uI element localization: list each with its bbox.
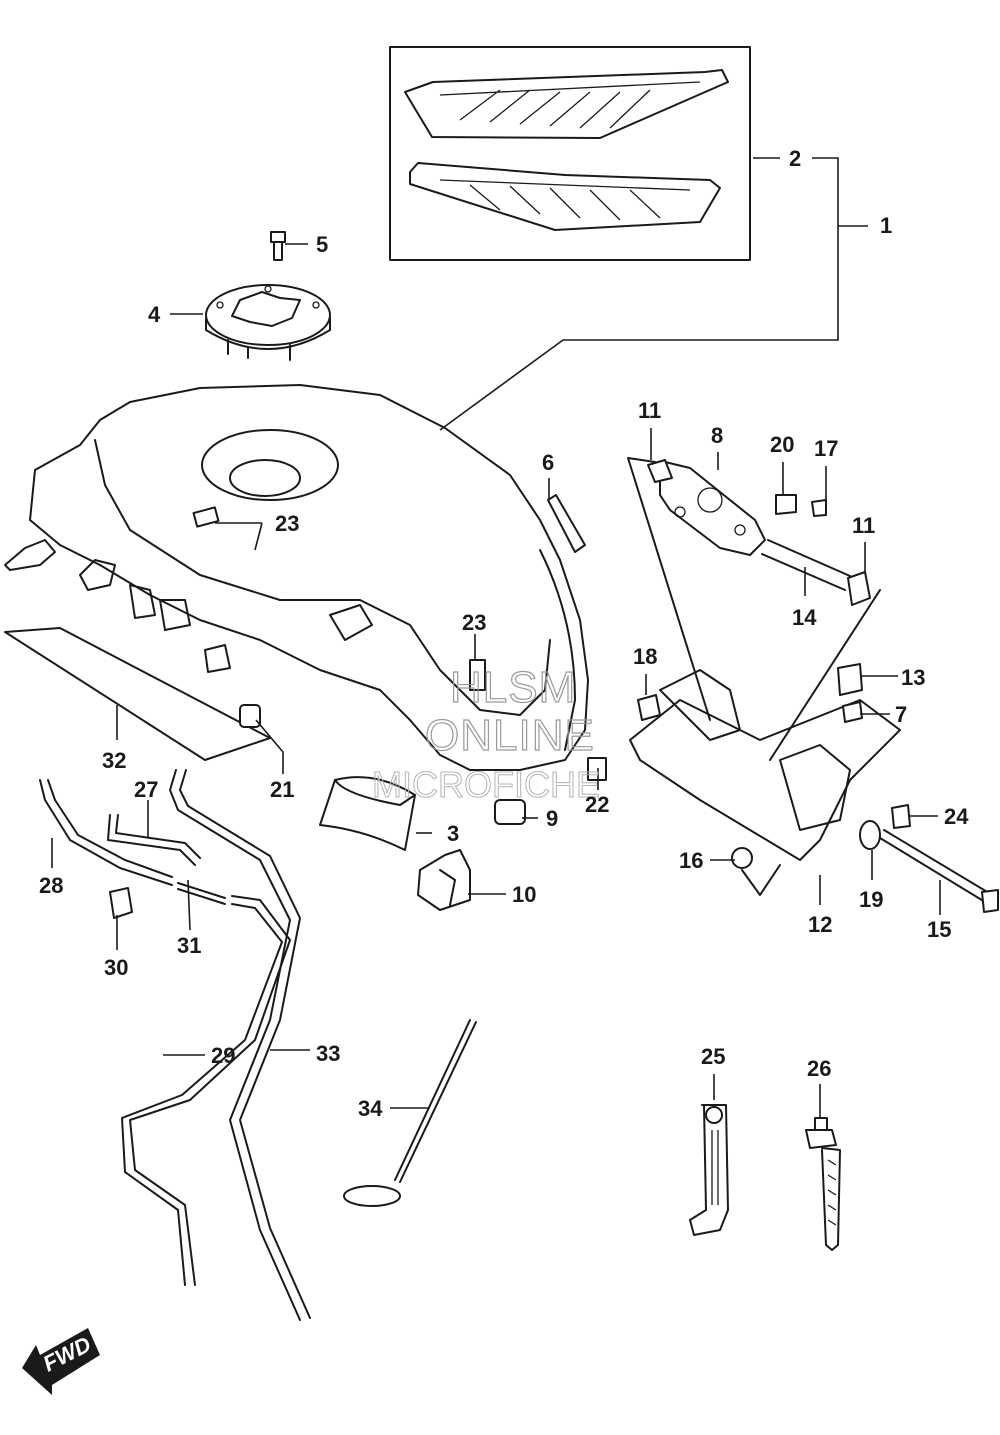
watermark: HLSM ONLINE MICROFICHE	[372, 662, 601, 805]
callout-15[interactable]: 15	[927, 917, 951, 942]
callout-33[interactable]: 33	[316, 1041, 340, 1066]
callout-19[interactable]: 19	[859, 887, 883, 912]
callouts: 1 2 3 4 5 6 7 8 9 10 11 11 12 13 14 15 1…	[39, 146, 969, 1121]
heat-shield[interactable]	[4, 627, 271, 761]
callout-21[interactable]: 21	[270, 777, 294, 802]
callout-25[interactable]: 25	[701, 1044, 725, 1069]
bracket-10[interactable]	[417, 849, 471, 911]
callout-34[interactable]: 34	[358, 1096, 383, 1121]
cushion-21[interactable]	[239, 704, 261, 728]
callout-17[interactable]: 17	[814, 436, 838, 461]
fuel-tank[interactable]	[4, 384, 589, 771]
callout-28[interactable]: 28	[39, 873, 63, 898]
fwd-arrow-icon: FWD	[22, 1328, 100, 1395]
watermark-line3: MICROFICHE	[372, 764, 600, 805]
callout-23a[interactable]: 23	[275, 511, 299, 536]
cable-tie-26[interactable]	[805, 1117, 841, 1251]
hose-clamp-25[interactable]	[689, 1104, 729, 1236]
callout-2[interactable]: 2	[789, 146, 801, 171]
callout-6[interactable]: 6	[542, 450, 554, 475]
cushion-9[interactable]	[494, 799, 526, 825]
callout-16[interactable]: 16	[679, 848, 703, 873]
cap-screw[interactable]	[270, 231, 286, 261]
callout-10[interactable]: 10	[512, 882, 536, 907]
callout-12[interactable]: 12	[808, 912, 832, 937]
callout-14[interactable]: 14	[792, 605, 817, 630]
callout-22[interactable]: 22	[585, 792, 609, 817]
callout-3[interactable]: 3	[447, 821, 459, 846]
callout-27[interactable]: 27	[134, 777, 158, 802]
callout-1[interactable]: 1	[880, 213, 892, 238]
cushion-22[interactable]	[587, 757, 607, 781]
callout-32[interactable]: 32	[102, 748, 126, 773]
callout-30[interactable]: 30	[104, 955, 128, 980]
callout-13[interactable]: 13	[901, 665, 925, 690]
clip-23b[interactable]	[469, 659, 486, 691]
callout-29[interactable]: 29	[211, 1043, 235, 1068]
callout-11a[interactable]: 11	[638, 398, 661, 423]
callout-7[interactable]: 7	[895, 702, 907, 727]
callout-9[interactable]: 9	[546, 806, 558, 831]
callout-24[interactable]: 24	[944, 804, 969, 829]
callout-5[interactable]: 5	[316, 232, 328, 257]
callout-31[interactable]: 31	[177, 933, 201, 958]
leader-lines	[51, 157, 941, 1118]
trim-strip[interactable]	[547, 494, 586, 553]
callout-8[interactable]: 8	[711, 423, 723, 448]
callout-26[interactable]: 26	[807, 1056, 831, 1081]
fuel-cap[interactable]	[205, 284, 331, 361]
callout-4[interactable]: 4	[148, 302, 161, 327]
watermark-line2: ONLINE	[425, 711, 595, 760]
drain-rod[interactable]	[343, 1019, 477, 1207]
emblem-kit[interactable]	[389, 46, 751, 261]
watermark-line1: HLSM	[450, 663, 576, 712]
callout-11b[interactable]: 11	[852, 513, 875, 538]
bracket-assembly[interactable]	[627, 457, 999, 913]
hoses[interactable]	[39, 769, 311, 1321]
callout-23b[interactable]: 23	[462, 610, 486, 635]
rubber-band[interactable]	[319, 776, 416, 851]
callout-18[interactable]: 18	[633, 644, 657, 669]
callout-20[interactable]: 20	[770, 432, 794, 457]
